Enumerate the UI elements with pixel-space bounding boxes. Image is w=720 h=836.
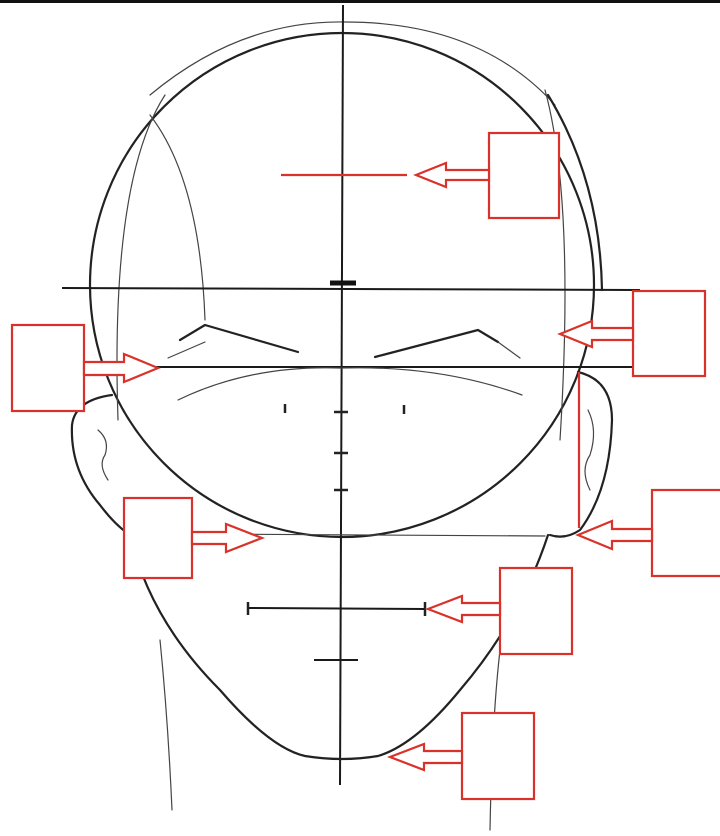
left-ear-inner bbox=[98, 430, 108, 480]
label-box-eye-line[interactable] bbox=[12, 325, 84, 411]
head-sketch bbox=[62, 5, 640, 830]
annotation-hairline bbox=[281, 133, 559, 218]
arrow-chin bbox=[390, 744, 462, 770]
right-eyebrow-tail bbox=[498, 342, 520, 358]
label-box-chin[interactable] bbox=[462, 713, 534, 799]
annotation-nose-base bbox=[124, 498, 262, 578]
left-neck-line bbox=[160, 640, 172, 810]
brow-guide-line bbox=[62, 288, 640, 290]
label-box-mouth-line[interactable] bbox=[500, 568, 572, 654]
cranium-sketch-arc bbox=[150, 22, 555, 105]
arrow-ear-bottom bbox=[578, 521, 652, 549]
left-ear bbox=[72, 395, 130, 535]
right-ear bbox=[550, 372, 612, 537]
label-box-ear-bottom[interactable] bbox=[652, 490, 720, 576]
arrow-eye-line bbox=[84, 354, 158, 382]
right-eyebrow bbox=[375, 330, 498, 357]
arrow-hairline bbox=[416, 163, 489, 187]
vertical-center-line bbox=[340, 5, 343, 785]
arrow-nose-base bbox=[192, 524, 262, 552]
eye-socket-arc bbox=[178, 368, 522, 400]
annotation-mouth-line bbox=[428, 568, 572, 654]
annotation-eye-line bbox=[12, 325, 158, 411]
label-box-hairline[interactable] bbox=[489, 133, 559, 218]
label-box-nose-base[interactable] bbox=[124, 498, 192, 578]
arrow-mouth-line bbox=[428, 596, 500, 622]
right-ear-inner bbox=[585, 410, 594, 490]
label-box-brow-line[interactable] bbox=[633, 291, 705, 376]
annotation-ear-bottom bbox=[578, 372, 720, 576]
mouth-guide-line bbox=[248, 608, 425, 609]
annotation-chin bbox=[390, 713, 534, 799]
left-eyebrow-stroke bbox=[168, 342, 205, 358]
arrow-brow-line bbox=[560, 321, 633, 347]
left-eyebrow bbox=[180, 325, 298, 352]
